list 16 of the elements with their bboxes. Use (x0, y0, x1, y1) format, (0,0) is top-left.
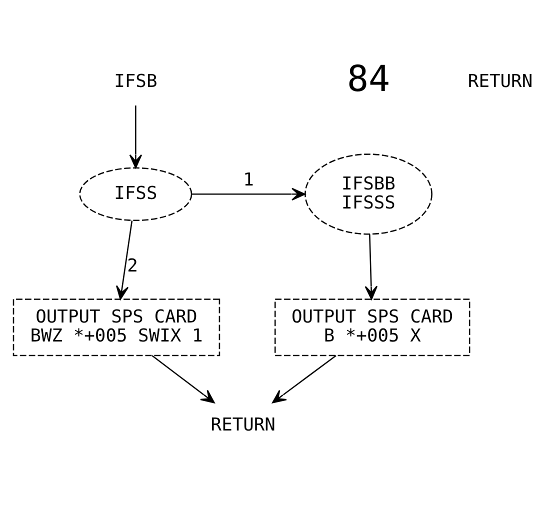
arrow (152, 354, 215, 403)
arrow (129, 105, 142, 168)
node-box: OUTPUT SPS CARD BWZ *+005 SWIX 1 (12, 298, 220, 356)
arrow (116, 220, 133, 300)
label: 84 (346, 58, 390, 100)
arrow (272, 354, 336, 403)
node-ellipse: IFSS (79, 166, 192, 221)
node-box: OUTPUT SPS CARD B *+005 X (274, 298, 470, 356)
node-text: IFSB (114, 70, 158, 92)
edge-label: 1 (243, 168, 254, 190)
label: RETURN (468, 70, 533, 92)
arrow (364, 234, 378, 300)
node-text: RETURN (210, 414, 276, 436)
edge-label: 2 (127, 254, 138, 276)
arrow (192, 187, 306, 200)
node-ellipse: IFSBB IFSSS (304, 153, 432, 234)
